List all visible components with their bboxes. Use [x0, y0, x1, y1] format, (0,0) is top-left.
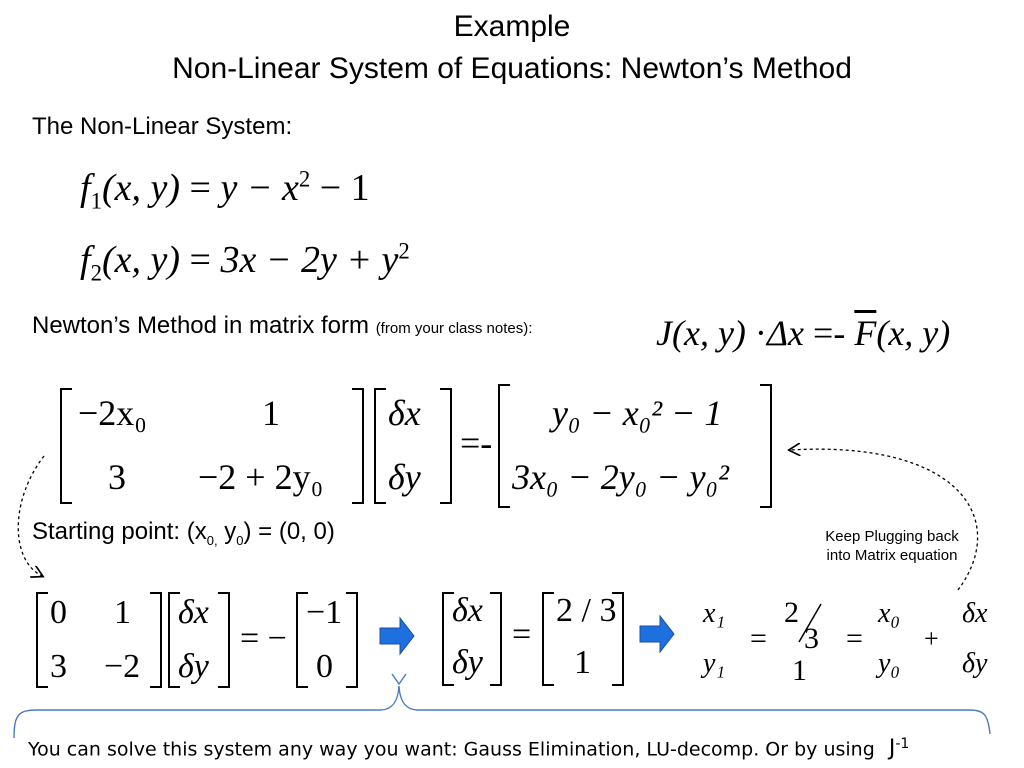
- y1-symbol: y₁: [703, 648, 726, 679]
- blue-arrow-icon: [639, 614, 675, 654]
- vector-cell: δx: [178, 594, 209, 631]
- update-dx: δx: [962, 598, 988, 629]
- equation-2: f2(x, y) = 3x − 2y + y2: [80, 238, 410, 286]
- vector-cell: δy: [178, 648, 209, 685]
- vector-cell: 1: [574, 644, 591, 681]
- vector-cell: δy: [452, 644, 483, 681]
- title-line-1: Example: [453, 10, 571, 43]
- newton-label: Newton’s Method in matrix form (from you…: [32, 312, 533, 339]
- update-value-mid: 3: [804, 622, 819, 655]
- solution-equals: =: [512, 616, 532, 653]
- footer-exponent: -1: [895, 736, 910, 752]
- matrix-cell: 1: [262, 393, 280, 433]
- y0-symbol: y₀: [878, 648, 901, 679]
- matrix-cell: −2 + 2y₀: [198, 457, 324, 497]
- matrix-cell: −2: [104, 648, 141, 685]
- update-value-top: 2: [784, 596, 799, 629]
- blue-arrow-icon: [379, 616, 415, 656]
- update-equals-1: =: [750, 622, 767, 655]
- matrix-cell: 0: [50, 594, 67, 631]
- dashed-arrow-right: [790, 449, 979, 591]
- vector-cell: δx: [388, 393, 421, 433]
- matrix-cell: 3: [50, 648, 67, 685]
- vector-cell: 0: [316, 648, 333, 685]
- vector-cell: δy: [388, 457, 421, 497]
- vector-cell: 2 / 3: [556, 592, 617, 629]
- update-plus: +: [924, 624, 939, 653]
- brace-tip: [391, 673, 407, 686]
- matrix-cell: 3: [108, 457, 126, 497]
- matrix-cell: 1: [114, 594, 131, 631]
- x1-symbol: x₁: [703, 598, 726, 629]
- equation-1: f1(x, y) = y − x2 − 1: [80, 166, 370, 214]
- matrix-cell: −2x₀: [78, 393, 147, 433]
- equals-minus-specific: = −: [240, 620, 287, 657]
- vector-cell: y₀ − x₀² − 1: [552, 393, 723, 433]
- title-line-2: Non-Linear System of Equations: Newton’s…: [172, 52, 852, 85]
- footer-note: You can solve this system any way you wa…: [28, 736, 910, 762]
- brace-icon: [13, 685, 991, 739]
- vector-cell: 3x₀ − 2y₀ − y₀²: [512, 457, 729, 497]
- dashed-arrow-left: [17, 455, 44, 576]
- update-value-bottom: 1: [792, 654, 807, 687]
- keep-plugging-note: Keep Plugging back into Matrix equation: [825, 528, 959, 564]
- equals-minus: =-: [460, 423, 493, 463]
- update-equals-2: =: [846, 622, 863, 655]
- system-label: The Non-Linear System:: [32, 113, 293, 140]
- x0-symbol: x₀: [878, 598, 901, 629]
- fraction-slash: [798, 603, 822, 643]
- newton-formula: J(x, y) ·Δx =- F(x, y): [656, 313, 951, 353]
- footer-j: J: [888, 736, 896, 762]
- vector-cell: δx: [452, 592, 483, 629]
- starting-point: Starting point: (x0, y0) = (0, 0): [32, 518, 335, 548]
- vector-cell: −1: [306, 594, 343, 631]
- update-dy: δy: [962, 648, 988, 679]
